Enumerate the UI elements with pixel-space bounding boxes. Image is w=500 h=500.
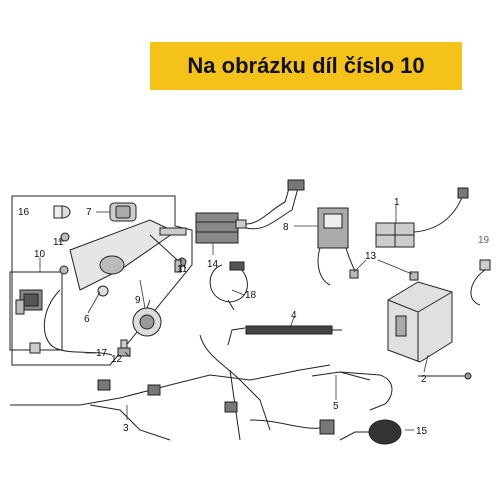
callout-11-right: 11: [177, 264, 188, 275]
part-17-wire: [43, 289, 113, 356]
callout-2: 2: [421, 374, 427, 385]
callout-8: 8: [283, 222, 289, 233]
part-18-wire-loop: [209, 261, 248, 311]
callout-19: 19: [478, 235, 490, 246]
part-8-relay: [317, 207, 359, 286]
part-banner: Na obrázku díl číslo 10: [150, 42, 462, 90]
callout-1: 1: [394, 197, 400, 208]
part-4-cable: [227, 325, 342, 346]
part-7-switch: [109, 202, 137, 222]
part-5-ground-cable: [311, 371, 472, 411]
callout-7: 7: [86, 207, 92, 218]
part-14-regulator: [195, 179, 305, 244]
part-11-screw-left: [59, 232, 70, 275]
callout-6: 6: [84, 314, 90, 325]
part-15-buzzer: [339, 419, 402, 445]
part-19-sensor: [470, 259, 491, 306]
part-12-bolt: [117, 339, 131, 357]
assembly-frame: [11, 195, 193, 366]
callout-9: 9: [135, 295, 141, 306]
part-2-cdi-unit: [387, 281, 453, 363]
callout-15: 15: [416, 426, 428, 437]
callout-11-left: 11: [53, 237, 64, 248]
callout-14: 14: [207, 259, 219, 270]
callout-5: 5: [333, 401, 339, 412]
part-6-ignition: [69, 219, 187, 297]
part-13-screws: [349, 269, 419, 281]
part-9-horn: [132, 299, 162, 337]
callout-17: 17: [96, 348, 108, 359]
callout-16: 16: [18, 207, 30, 218]
leader-lines: [39, 205, 429, 431]
callout-10: 10: [34, 249, 46, 260]
part-11-screw-right: [174, 259, 182, 273]
callout-18: 18: [245, 290, 257, 301]
callout-12: 12: [111, 354, 123, 365]
part-1-fuse-box: [375, 187, 469, 248]
part-10-switch: [15, 289, 43, 315]
part-16-plug: [53, 205, 71, 219]
banner-text: Na obrázku díl číslo 10: [187, 53, 425, 78]
part-3-main-harness: [10, 334, 335, 441]
callout-3: 3: [123, 423, 129, 434]
callout-4: 4: [291, 310, 297, 321]
callout-13: 13: [365, 251, 377, 262]
